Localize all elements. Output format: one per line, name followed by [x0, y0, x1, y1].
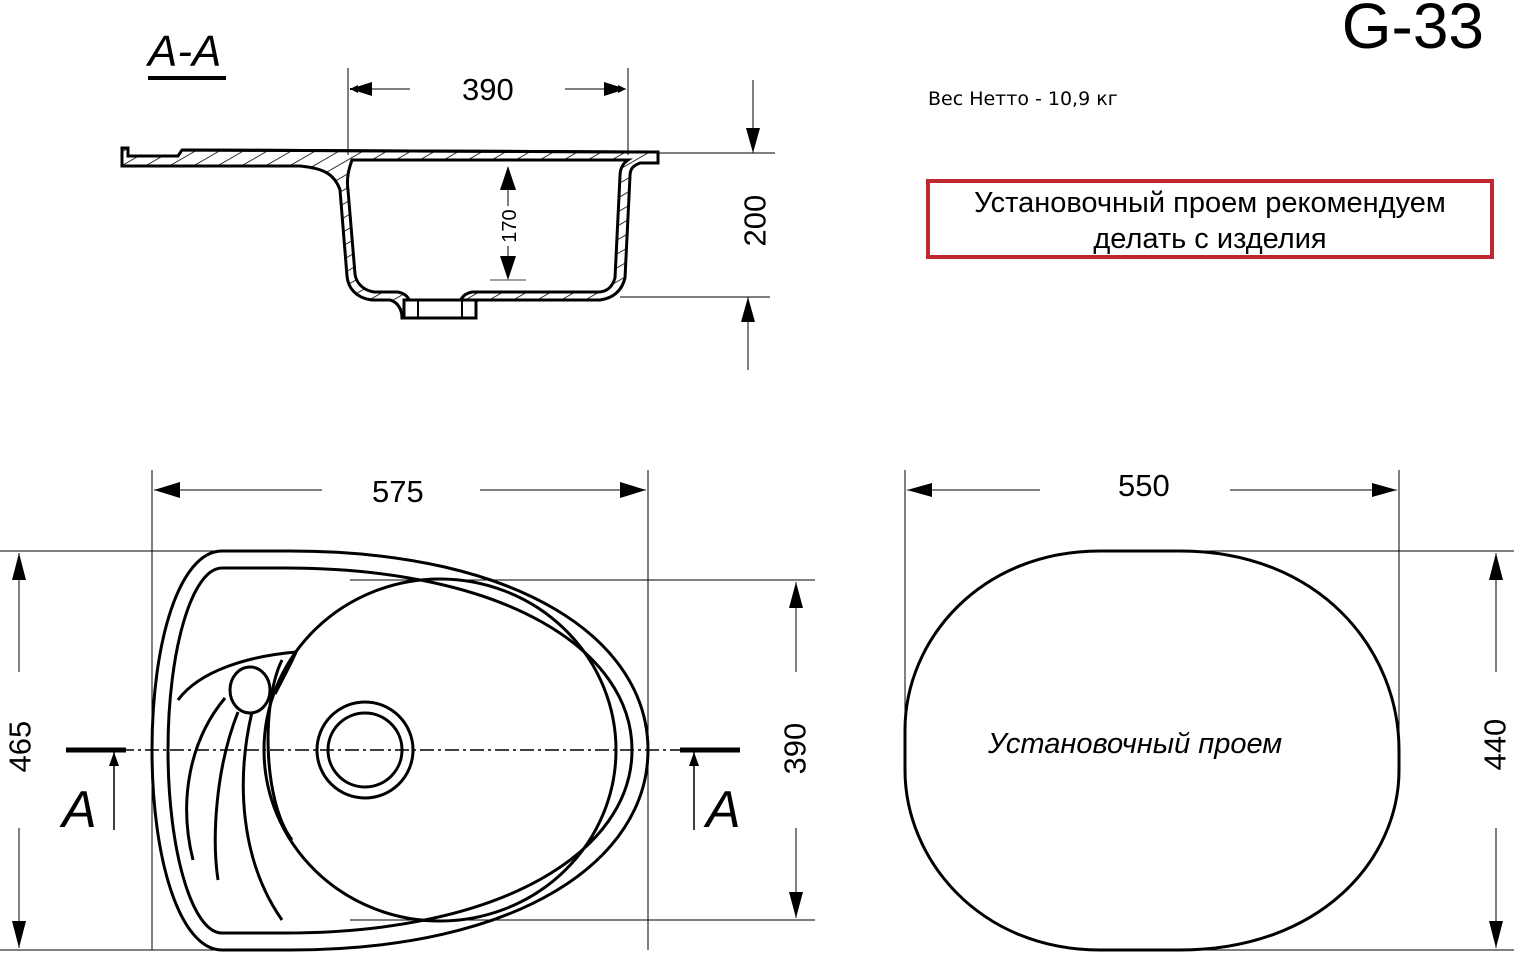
- dim-bowl-width-section: 390: [462, 72, 514, 107]
- note-line-2: делать с изделия: [1093, 223, 1327, 255]
- section-title: A-A: [148, 27, 222, 76]
- cutout-view: [903, 470, 1514, 952]
- cutout-label: Установочный проем: [988, 728, 1283, 760]
- dim-bowl-depth: 170: [499, 206, 521, 246]
- dim-cutout-width: 550: [1118, 468, 1170, 503]
- note-line-1: Установочный проем рекомендуем: [974, 187, 1446, 219]
- installation-note: Установочный проем рекомендуем делать с …: [926, 179, 1494, 259]
- cut-marker-right: A: [706, 781, 741, 839]
- section-title-underline: [148, 76, 226, 80]
- dim-overall-depth: 465: [2, 720, 38, 773]
- section-view: [120, 68, 775, 370]
- cut-marker-left: A: [62, 781, 97, 839]
- model-code: G-33: [1341, 0, 1484, 62]
- dim-total-height: 200: [737, 194, 773, 247]
- dim-bowl-diameter: 390: [777, 722, 813, 775]
- top-view: [0, 470, 815, 952]
- dim-cutout-depth: 440: [1477, 718, 1513, 771]
- dim-overall-width: 575: [372, 474, 424, 509]
- net-weight: Вес Нетто - 10,9 кг: [928, 88, 1118, 110]
